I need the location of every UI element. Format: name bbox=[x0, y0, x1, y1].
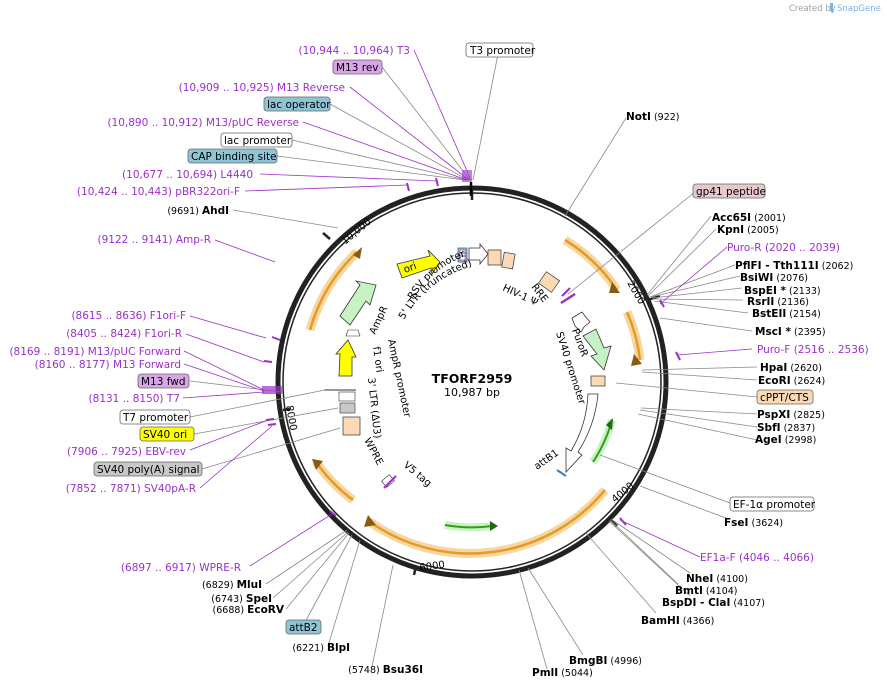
site-bspdi: BspDI - ClaI (4107) bbox=[662, 597, 765, 609]
site-blpi: (6221) BlpI bbox=[292, 642, 350, 654]
lac-region-feature bbox=[457, 247, 468, 263]
site-mlui: (6829) MluI bbox=[202, 579, 262, 591]
primer-ef1a-f: EF1a-F (4046 .. 4066) bbox=[700, 552, 814, 564]
ampr-promoter-label: AmpR promoter bbox=[385, 338, 412, 419]
ef1a-promoter-label: EF-1α promoter bbox=[733, 499, 816, 511]
boxed-labels: T3 promoter M13 rev lac operator lac pro… bbox=[93, 42, 816, 635]
leader-lines bbox=[182, 49, 758, 670]
site-pflfi: PflFI - Tth111I (2062) bbox=[735, 260, 853, 272]
ori-feature: ori bbox=[396, 249, 441, 279]
site-ecorv: (6688) EcoRV bbox=[213, 604, 285, 616]
site-bsteii: BstEII (2154) bbox=[752, 308, 821, 320]
sv40-ori-label: SV40 ori bbox=[143, 429, 187, 441]
ori-label: ori bbox=[402, 261, 418, 276]
rsv-promoter-feature bbox=[468, 242, 489, 266]
backbone-marks bbox=[262, 170, 681, 526]
m13-rev-label: M13 rev bbox=[336, 62, 379, 74]
site-pspxi: PspXI (2825) bbox=[757, 409, 825, 421]
primer-m13-forward: (8160 .. 8177) M13 Forward bbox=[35, 359, 181, 371]
site-pmli: PmlI (5044) bbox=[532, 667, 593, 679]
primer-puro-r: Puro-R (2020 .. 2039) bbox=[727, 242, 840, 254]
site-bamhi: BamHI (4366) bbox=[641, 615, 714, 627]
attb1-feature bbox=[556, 393, 599, 477]
primer-labels-left: (10,944 .. 10,964) T3 (10,909 .. 10,925)… bbox=[9, 45, 410, 574]
site-rsrii: RsrII (2136) bbox=[747, 296, 809, 308]
site-nhei: NheI (4100) bbox=[686, 573, 748, 585]
snapgene-logo-icon bbox=[830, 3, 833, 13]
sv40-polya-label: SV40 poly(A) signal bbox=[97, 464, 200, 476]
f1-ori-label: f1 ori bbox=[370, 346, 385, 373]
primer-ebv-rev: (7906 .. 7925) EBV-rev bbox=[67, 446, 186, 458]
primer-t3: (10,944 .. 10,964) T3 bbox=[299, 45, 410, 57]
lac-operator-label: lac operator bbox=[267, 99, 331, 111]
site-ecori: EcoRI (2624) bbox=[758, 375, 825, 387]
ampr-feature bbox=[339, 280, 377, 337]
orf-arrowheads bbox=[312, 247, 642, 527]
wpre-label: WPRE bbox=[361, 436, 384, 467]
gp41-label: gp41 peptide bbox=[696, 186, 766, 198]
ampr-label: AmpR bbox=[368, 304, 391, 336]
v5-tag-feature bbox=[381, 474, 397, 489]
primer-wpre-r: (6897 .. 6917) WPRE-R bbox=[121, 562, 241, 574]
sites-left: (9691) AhdI (6829) MluI (6743) SpeI (668… bbox=[167, 205, 423, 676]
svg-text:Created by: Created by bbox=[789, 4, 836, 14]
tick-label-10000: 10,000 bbox=[340, 216, 374, 247]
primer-t7: (8131 .. 8150) T7 bbox=[89, 393, 180, 405]
cap-site-label: CAP binding site bbox=[191, 151, 277, 163]
site-acc65i: Acc65I (2001) bbox=[712, 212, 786, 224]
primer-pbr322: (10,424 .. 10,443) pBR322ori-F bbox=[77, 186, 240, 198]
primer-amp-r: (9122 .. 9141) Amp-R bbox=[97, 234, 211, 246]
primer-m13-puc-reverse: (10,890 .. 10,912) M13/pUC Reverse bbox=[107, 117, 299, 129]
plasmid-title: TFORF2959 10,987 bp bbox=[432, 371, 513, 399]
snapgene-credit: Created by SnapGene bbox=[789, 3, 881, 14]
orf-arcs bbox=[305, 236, 645, 558]
green-arrowheads bbox=[490, 418, 613, 531]
primer-f1ori-r: (8405 .. 8424) F1ori-R bbox=[66, 328, 182, 340]
left-small-features bbox=[324, 389, 361, 436]
t7-promoter-label: T7 promoter bbox=[122, 412, 189, 424]
primer-m13-puc-forward: (8169 .. 8191) M13/pUC Forward bbox=[9, 346, 181, 358]
t3-promoter-label: T3 promoter bbox=[469, 45, 536, 57]
primer-m13-reverse: (10,909 .. 10,925) M13 Reverse bbox=[179, 82, 345, 94]
plasmid-name: TFORF2959 bbox=[432, 371, 513, 386]
site-bmgbi: BmgBI (4996) bbox=[569, 655, 642, 667]
primer-sv40pa-r: (7852 .. 7871) SV40pA-R bbox=[66, 483, 196, 495]
site-msci: MscI * (2395) bbox=[755, 326, 826, 338]
sites-right: NotI (922) Acc65I (2001) KpnI (2005) Pfl… bbox=[532, 111, 853, 679]
site-noti: NotI (922) bbox=[626, 111, 680, 123]
site-bsu36i: (5748) Bsu36I bbox=[348, 664, 423, 676]
primer-labels-right: Puro-R (2020 .. 2039) Puro-F (2516 .. 25… bbox=[700, 242, 869, 564]
v5-tag-label: V5 tag bbox=[401, 460, 433, 489]
primer-l4440: (10,677 .. 10,694) L4440 bbox=[122, 169, 253, 181]
ltr3-label: 3' LTR (ΔU3) bbox=[365, 377, 382, 439]
lac-promoter-label: lac promoter bbox=[224, 135, 292, 147]
puror-label: PuroR bbox=[569, 327, 589, 358]
m13-fwd-label: M13 fwd bbox=[141, 376, 186, 388]
site-bmti: BmtI (4104) bbox=[675, 585, 738, 597]
ltr5-feature bbox=[487, 249, 516, 270]
svg-text:SnapGene: SnapGene bbox=[837, 4, 881, 14]
site-fsei: FseI (3624) bbox=[724, 517, 783, 529]
attb2-label: attB2 bbox=[289, 622, 318, 634]
primer-f1ori-f: (8615 .. 8636) F1ori-F bbox=[71, 310, 186, 322]
site-agei: AgeI (2998) bbox=[755, 434, 816, 446]
puror-feature bbox=[582, 328, 612, 387]
attb1-label: attB1 bbox=[532, 448, 561, 473]
site-hpai: HpaI (2620) bbox=[760, 362, 822, 374]
primer-puro-f: Puro-F (2516 .. 2536) bbox=[757, 344, 869, 356]
site-sbfi: SbfI (2837) bbox=[757, 422, 815, 434]
plasmid-length: 10,987 bp bbox=[444, 386, 500, 399]
sv40-promoter-feature bbox=[571, 311, 591, 333]
site-spei: (6743) SpeI bbox=[211, 593, 272, 605]
site-kpni: KpnI (2005) bbox=[717, 224, 779, 236]
site-bsiwi: BsiWI (2076) bbox=[740, 272, 808, 284]
rre-feature bbox=[537, 271, 576, 305]
tick-label-8000: 8000 bbox=[283, 405, 298, 432]
f1-ori-feature bbox=[335, 339, 357, 377]
site-ahdi: (9691) AhdI bbox=[167, 205, 229, 217]
tick-label-6000: 6000 bbox=[419, 560, 446, 574]
site-bspei: BspEI * (2133) bbox=[744, 285, 821, 297]
cppt-label: cPPT/CTS bbox=[760, 392, 809, 404]
